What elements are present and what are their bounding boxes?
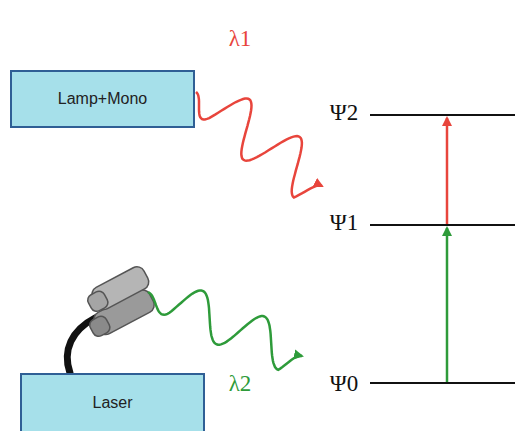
state-label: Ψ1: [330, 211, 358, 234]
energy-level: [370, 224, 515, 226]
transition-arrow: [446, 228, 449, 382]
laser-head: [75, 264, 162, 340]
energy-level: [370, 382, 515, 384]
device-name: Laser: [92, 394, 132, 412]
state-label: Ψ0: [330, 372, 358, 395]
device-name: Lamp+Mono: [58, 90, 147, 108]
light-wave: [196, 92, 322, 197]
device-box: Lamp+Mono: [10, 70, 195, 128]
light-wave: [148, 291, 302, 370]
state-label: Ψ2: [330, 101, 358, 124]
wavelength-label: λ2: [229, 372, 252, 395]
wavelength-label: λ1: [229, 27, 252, 50]
transition-arrow: [446, 118, 449, 224]
device-box: Laser: [20, 373, 205, 431]
energy-level: [370, 114, 515, 116]
